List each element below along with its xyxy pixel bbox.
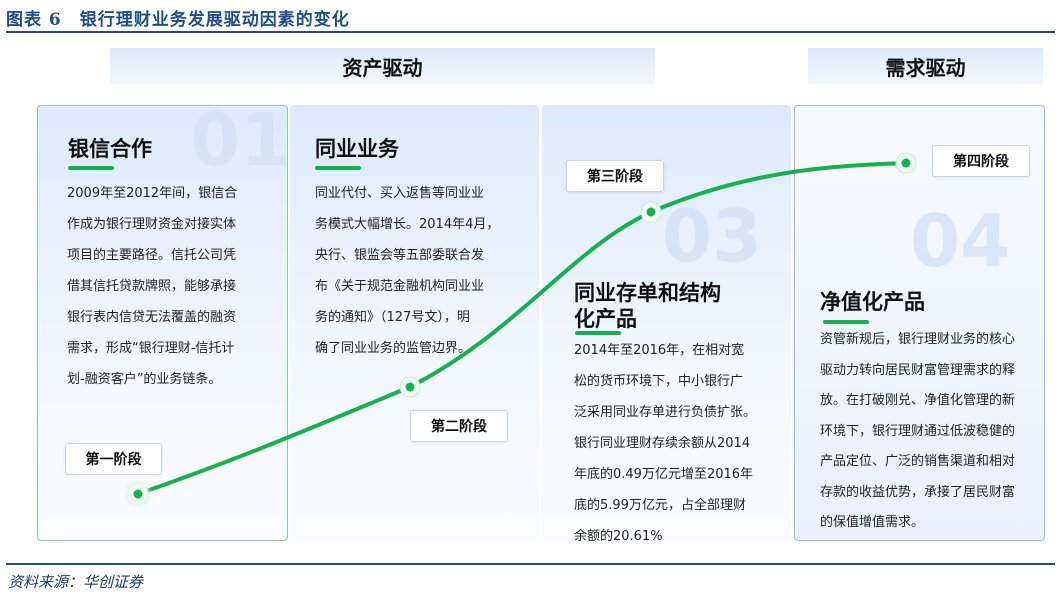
card-text: 2009年至2012年间，银信合作成为银行理财资金对接实体项目的主要路径。信托公… xyxy=(67,186,238,387)
asset-driven-banner: 资产驱动 xyxy=(110,48,655,84)
title-underline xyxy=(823,320,869,324)
stage-label-3: 第三阶段 xyxy=(566,160,664,192)
card-number: 04 xyxy=(910,199,1011,283)
source-note: 资料来源：华创证券 xyxy=(8,573,144,591)
title-rule xyxy=(6,31,1055,33)
stage-point-4 xyxy=(895,152,917,174)
stage-point-1 xyxy=(126,482,150,506)
stage-point-3 xyxy=(640,201,662,223)
demand-driven-banner: 需求驱动 xyxy=(808,48,1043,84)
card-text: 同业代付、买入返售等同业业务模式大幅增长。2014年4月，央行、银监会等五部委联… xyxy=(315,186,500,356)
stage-label-2: 第二阶段 xyxy=(410,410,508,442)
stage-point-2 xyxy=(399,376,421,398)
figure-title: 图表 6 银行理财业务发展驱动因素的变化 xyxy=(6,10,350,30)
card-title: 同业业务 xyxy=(315,137,399,161)
card-number: 01 xyxy=(190,98,291,182)
title-underline xyxy=(315,166,361,170)
card-title: 净值化产品 xyxy=(820,290,925,314)
card-title: 银信合作 xyxy=(68,137,152,161)
card-title: 同业存单和结构化产品 xyxy=(574,281,721,331)
footer-rule xyxy=(6,563,1055,565)
stage-label-1: 第一阶段 xyxy=(65,443,162,475)
card-number: 03 xyxy=(662,194,763,278)
title-underline xyxy=(68,166,114,170)
card-interbank xyxy=(290,105,539,539)
title-underline xyxy=(575,331,621,335)
card-text: 2014年至2016年，在相对宽松的货币环境下，中小银行广泛采用同业存单进行负债… xyxy=(574,343,757,544)
card-text: 资管新规后，银行理财业务的核心驱动力转向居民财富管理需求的释放。在打破刚兑、净值… xyxy=(820,332,1016,530)
stage-label-4: 第四阶段 xyxy=(932,145,1030,177)
curve-line xyxy=(136,161,908,496)
